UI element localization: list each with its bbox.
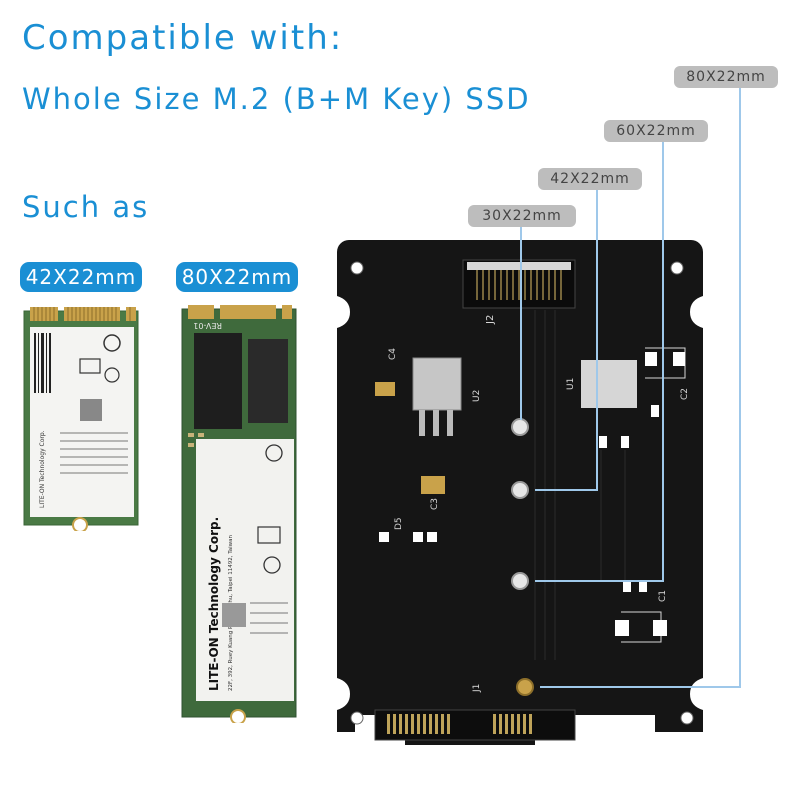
chip-rev-text: REV-01 bbox=[193, 321, 222, 330]
capacitor-c4 bbox=[375, 382, 395, 396]
ssd-42x22-card: LITE-ON Technology Corp. bbox=[23, 307, 139, 531]
sata-connector bbox=[374, 709, 576, 741]
gold-fingers bbox=[188, 305, 292, 319]
size-label-60x22: 60X22mm bbox=[604, 120, 708, 142]
qr-code-icon bbox=[222, 603, 246, 627]
qr-code-icon bbox=[80, 399, 102, 421]
ul-icon bbox=[104, 367, 120, 383]
standoff-holes bbox=[511, 418, 534, 696]
size-label-30x22: 30X22mm bbox=[468, 205, 576, 227]
compatible-heading: Compatible with: bbox=[22, 18, 344, 58]
gold-fingers bbox=[30, 307, 136, 321]
mounting-notch bbox=[230, 709, 246, 723]
capacitor-c3 bbox=[421, 476, 445, 494]
such-as-heading: Such as bbox=[22, 190, 150, 224]
label-42x22-example: 42X22mm bbox=[20, 262, 142, 292]
nand-chip bbox=[248, 339, 288, 423]
silk-d5: D5 bbox=[394, 517, 404, 530]
silk-j2: J2 bbox=[485, 315, 496, 325]
mounting-notch bbox=[72, 517, 88, 531]
label-80x22-example: 80X22mm bbox=[176, 262, 298, 292]
ssd-type-heading: Whole Size M.2 (B+M Key) SSD bbox=[22, 82, 531, 116]
size-label-80x22: 80X22mm bbox=[674, 66, 778, 88]
silk-c2: C2 bbox=[680, 388, 690, 400]
silk-c1: C1 bbox=[658, 590, 668, 602]
silk-u1: U1 bbox=[566, 378, 576, 390]
ce-icon bbox=[103, 334, 121, 352]
silk-j1: J1 bbox=[472, 684, 482, 693]
mount-holes bbox=[350, 261, 694, 725]
barcode-icon bbox=[34, 333, 51, 393]
silk-u2: U2 bbox=[472, 390, 482, 402]
ce-icon bbox=[263, 556, 281, 574]
small-ssd-brand-text: LITE-ON Technology Corp. bbox=[39, 430, 46, 508]
fcc-icon bbox=[257, 526, 281, 544]
controller-chip bbox=[194, 333, 242, 429]
leader-80x22 bbox=[540, 88, 741, 688]
adapter-board: J2 U2 C4 C3 D5 U1 C2 C1 J1 bbox=[337, 240, 703, 745]
size-label-42x22: 42X22mm bbox=[538, 168, 642, 190]
large-ssd-brand-text: LITE-ON Technology Corp. bbox=[207, 517, 221, 691]
silk-c4: C4 bbox=[388, 348, 398, 360]
leader-42x22 bbox=[535, 190, 598, 491]
silk-pad-u1 bbox=[581, 360, 637, 408]
ul-icon bbox=[265, 444, 283, 462]
fcc-icon bbox=[79, 358, 101, 374]
silk-c3: C3 bbox=[430, 498, 440, 510]
voltage-regulator bbox=[412, 357, 462, 411]
ssd-80x22-card: REV-01 LITE-ON Technology Corp. 22F, 392… bbox=[181, 305, 297, 723]
leader-60x22 bbox=[535, 142, 664, 582]
